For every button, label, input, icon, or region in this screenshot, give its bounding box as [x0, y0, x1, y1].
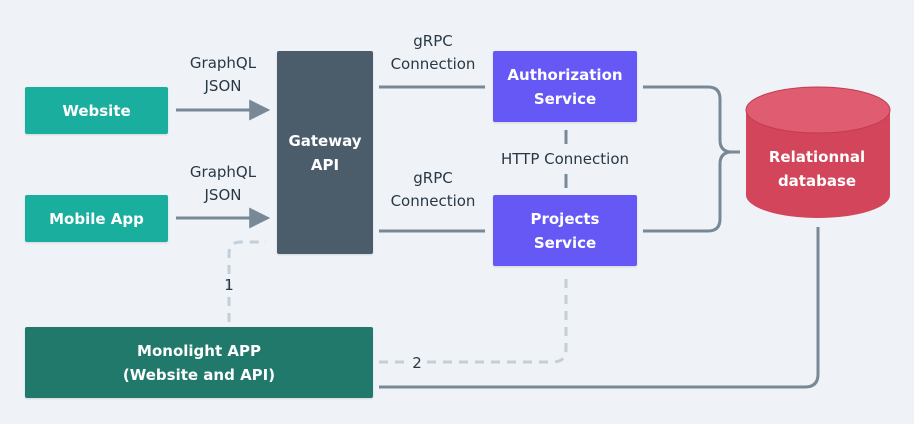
projects-edge-label-line1: gRPC — [413, 169, 453, 187]
projects-label-line1: Projects — [530, 209, 600, 228]
auth-edge-label-line2: Connection — [390, 55, 476, 73]
authorization-label-line2: Service — [533, 89, 597, 108]
projects-label-line2: Service — [533, 233, 597, 252]
services-to-database-bracket — [643, 85, 740, 233]
monolith-to-database-line — [379, 227, 820, 389]
website-edge-label-line2: JSON — [204, 77, 242, 95]
gateway-api-node[interactable]: Gateway API — [277, 51, 373, 254]
monolith-to-gateway-dashed — [227, 240, 266, 322]
authorization-service-node[interactable]: Authorization Service — [493, 51, 637, 122]
gateway-label-line1: Gateway — [288, 131, 362, 150]
projects-edge-label: gRPC Connection — [380, 167, 486, 213]
mobile-edge-label-line1: GraphQL — [189, 163, 257, 181]
dashed-label-2: 2 — [407, 352, 427, 375]
mobile-app-node[interactable]: Mobile App — [25, 195, 168, 242]
monolith-label-line1: Monolight APP — [137, 341, 261, 360]
website-node[interactable]: Website — [25, 87, 168, 134]
projects-service-node[interactable]: Projects Service — [493, 195, 637, 266]
mobile-edge-label: GraphQL JSON — [176, 161, 270, 207]
http-connection-label: HTTP Connection — [500, 150, 630, 168]
monolith-app-node[interactable]: Monolight APP (Website and API) — [25, 327, 373, 398]
auth-edge-label-line1: gRPC — [413, 32, 453, 50]
monolith-to-projects-dashed — [379, 274, 568, 364]
website-label: Website — [62, 101, 131, 120]
gateway-label-line2: API — [310, 155, 340, 174]
database-cylinder — [745, 86, 891, 218]
database-label-line1: Relationnal — [768, 148, 866, 166]
website-edge-label: GraphQL JSON — [176, 52, 270, 98]
database-label-line2: database — [777, 172, 857, 190]
monolith-label-line2: (Website and API) — [122, 365, 276, 384]
database-label: Relationnal database — [746, 145, 888, 193]
authorization-label-line1: Authorization — [507, 65, 623, 84]
dashed-label-1: 1 — [224, 276, 234, 294]
mobile-edge-label-line2: JSON — [204, 186, 242, 204]
auth-edge-label: gRPC Connection — [380, 30, 486, 76]
projects-edge-label-line2: Connection — [390, 192, 476, 210]
mobile-app-label: Mobile App — [49, 209, 144, 228]
website-edge-label-line1: GraphQL — [189, 54, 257, 72]
